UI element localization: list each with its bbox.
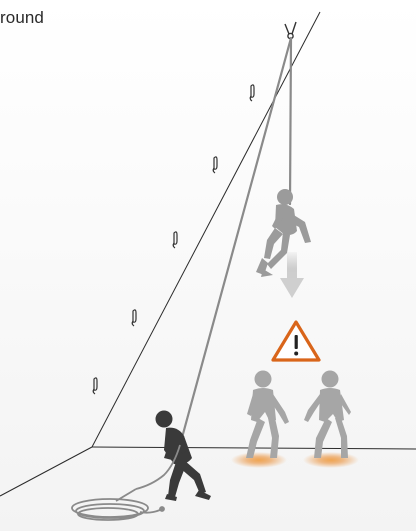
bystander-icon	[246, 371, 289, 459]
warning-icon	[273, 322, 319, 360]
climber-icon	[256, 189, 311, 277]
bystander-icon	[304, 371, 351, 459]
quickdraw-icon	[93, 85, 254, 394]
belayer-icon	[156, 411, 212, 502]
down-arrow-icon	[280, 252, 304, 298]
wall-outline	[0, 12, 416, 496]
top-anchor-icon	[285, 22, 296, 39]
rope-coil-icon	[72, 445, 180, 520]
